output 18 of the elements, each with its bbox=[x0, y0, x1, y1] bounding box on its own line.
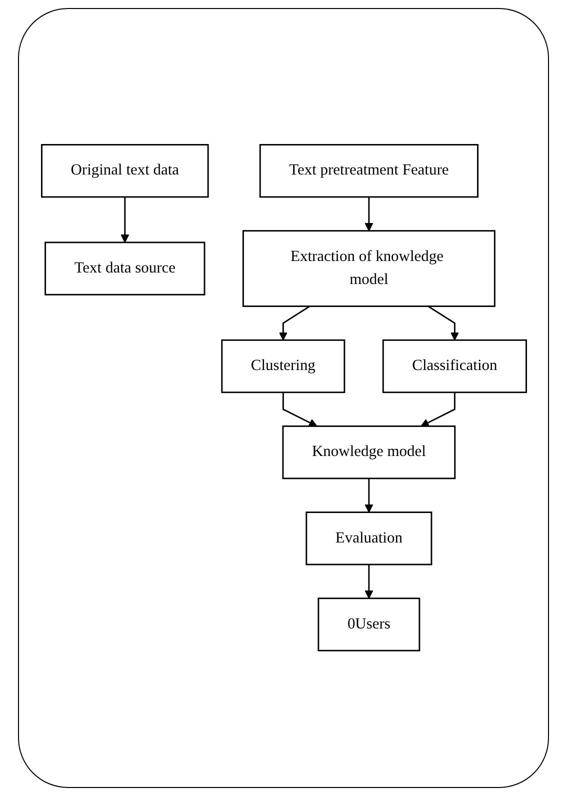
arrow bbox=[420, 392, 455, 427]
node-box bbox=[40, 144, 208, 198]
node-box bbox=[242, 230, 495, 308]
node-box bbox=[282, 426, 456, 480]
arrow bbox=[364, 478, 373, 513]
rounded-frame: Original text data Text data source Text pretreatment Feature Extraction of knowledge model Clustering Classification Knowledge model Evaluation 0Users bbox=[18, 8, 549, 788]
arrow bbox=[364, 564, 373, 600]
node-box bbox=[317, 598, 420, 652]
node-box bbox=[220, 340, 345, 394]
arrow bbox=[364, 197, 373, 232]
node-box bbox=[258, 144, 478, 198]
node-box bbox=[44, 242, 205, 296]
arrow bbox=[427, 306, 458, 341]
node-box bbox=[305, 512, 432, 566]
arrow bbox=[120, 197, 129, 244]
arrow bbox=[282, 392, 317, 427]
node-box bbox=[382, 340, 526, 394]
arrow bbox=[278, 306, 310, 341]
